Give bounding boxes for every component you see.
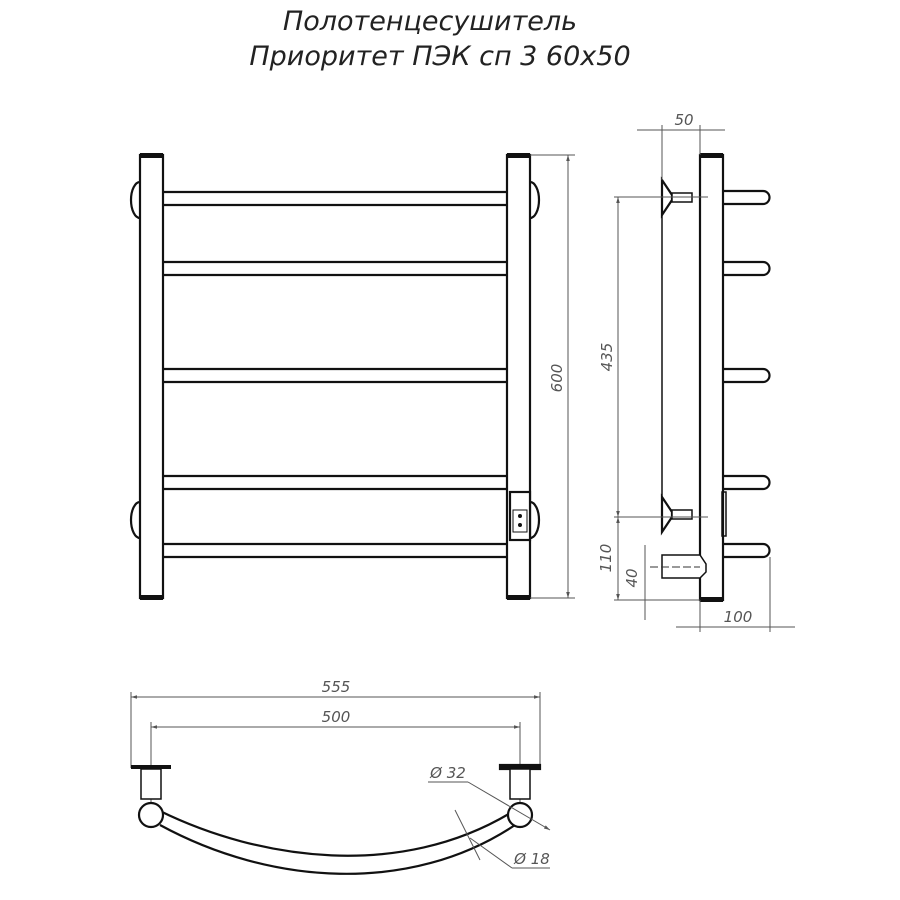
side-bars [723,189,771,559]
crossbars [154,190,518,559]
side-post [698,153,725,602]
post-right-section [506,801,534,829]
top-view: 555 500 Ø 32 Ø 18 [130,678,551,875]
dimension-bottom-offset: 110 [597,544,615,573]
dimension-mount-spacing: 435 [598,343,616,372]
dimension-total-width: 555 [322,678,351,696]
side-view: 50 435 110 40 100 [597,111,795,632]
front-view: 600 [129,153,575,600]
title-line-1: Полотенцесушитель [283,6,577,37]
title-line-2: Приоритет ПЭК сп 3 60х50 [249,41,630,72]
dimension-post-diameter: Ø 32 [429,764,466,782]
dimension-projection: 100 [724,608,753,626]
dimension-heater-offset: 40 [623,568,641,587]
side-mount-bottom [660,493,674,536]
dimension-depth: 50 [674,111,693,129]
dimension-height: 600 [548,364,566,393]
left-post [138,153,165,600]
dimension-bar-diameter: Ø 18 [513,850,550,868]
post-left-section [137,801,165,829]
dimension-axis-width: 500 [322,708,351,726]
